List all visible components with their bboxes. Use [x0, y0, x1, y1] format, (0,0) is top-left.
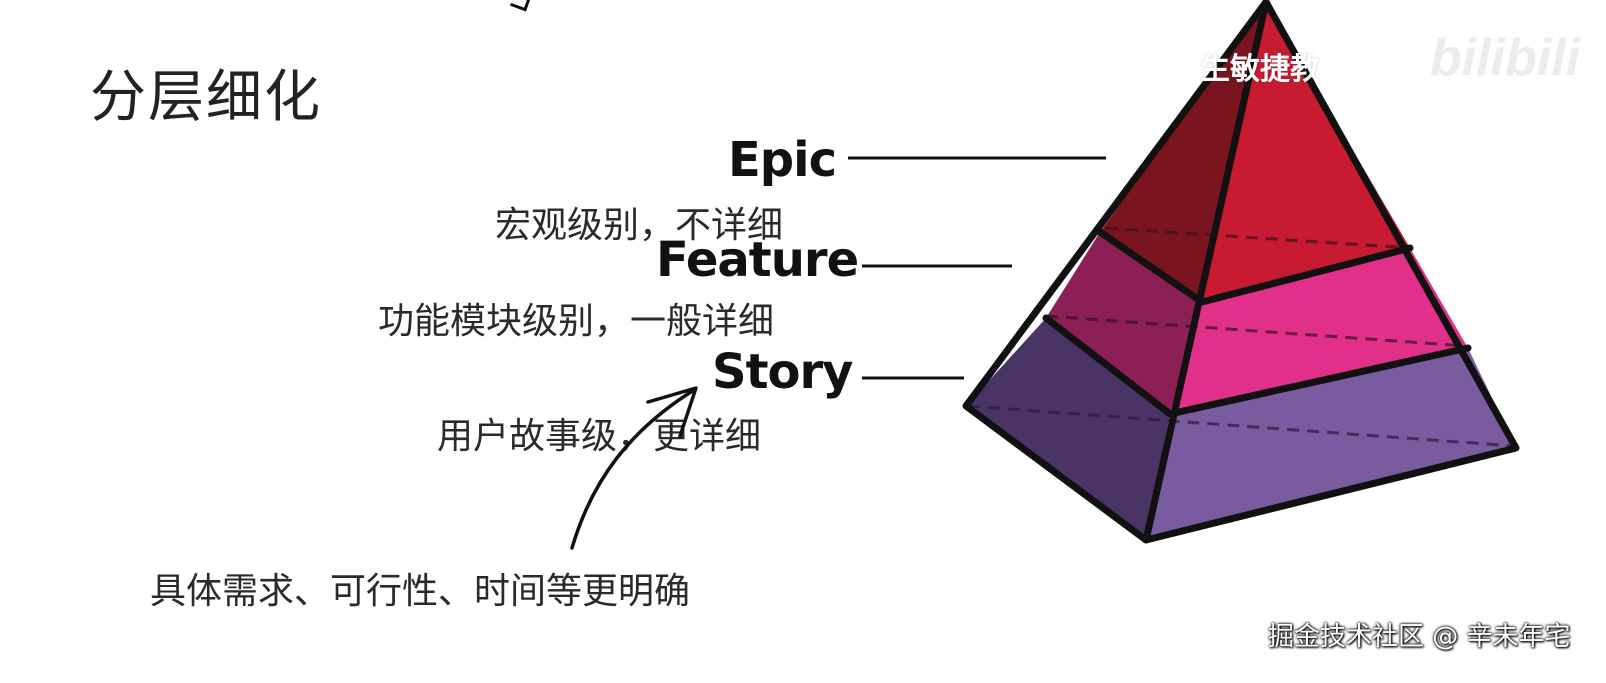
level-label-feature: Feature	[656, 232, 859, 288]
story-layer-left	[966, 318, 1170, 540]
level-label-story: Story	[712, 344, 853, 400]
feature-layer-front	[1170, 248, 1468, 414]
bilibili-logo: bilibili	[1430, 29, 1581, 87]
level-desc-story: 用户故事级，更详细	[437, 416, 762, 457]
story-layer-front	[1146, 348, 1516, 540]
epic-layer-left	[1100, 2, 1266, 302]
arrow-icon	[570, 388, 696, 550]
level-desc-feature: 功能模块级别，一般详细	[378, 301, 775, 342]
slide-title: 分层细化	[90, 65, 322, 130]
level-desc-epic: 宏观级别，不详细	[495, 205, 784, 246]
level-label-epic: Epic	[728, 132, 837, 188]
watermark-text: 生敏捷教	[1200, 52, 1320, 87]
bottom-note: 具体需求、可行性、时间等更明确	[150, 571, 691, 612]
source-credit: 掘金技术社区 @ 辛未年宅	[1268, 622, 1571, 652]
epic-layer-front	[1202, 2, 1410, 302]
arrow-head-icon	[646, 386, 698, 438]
